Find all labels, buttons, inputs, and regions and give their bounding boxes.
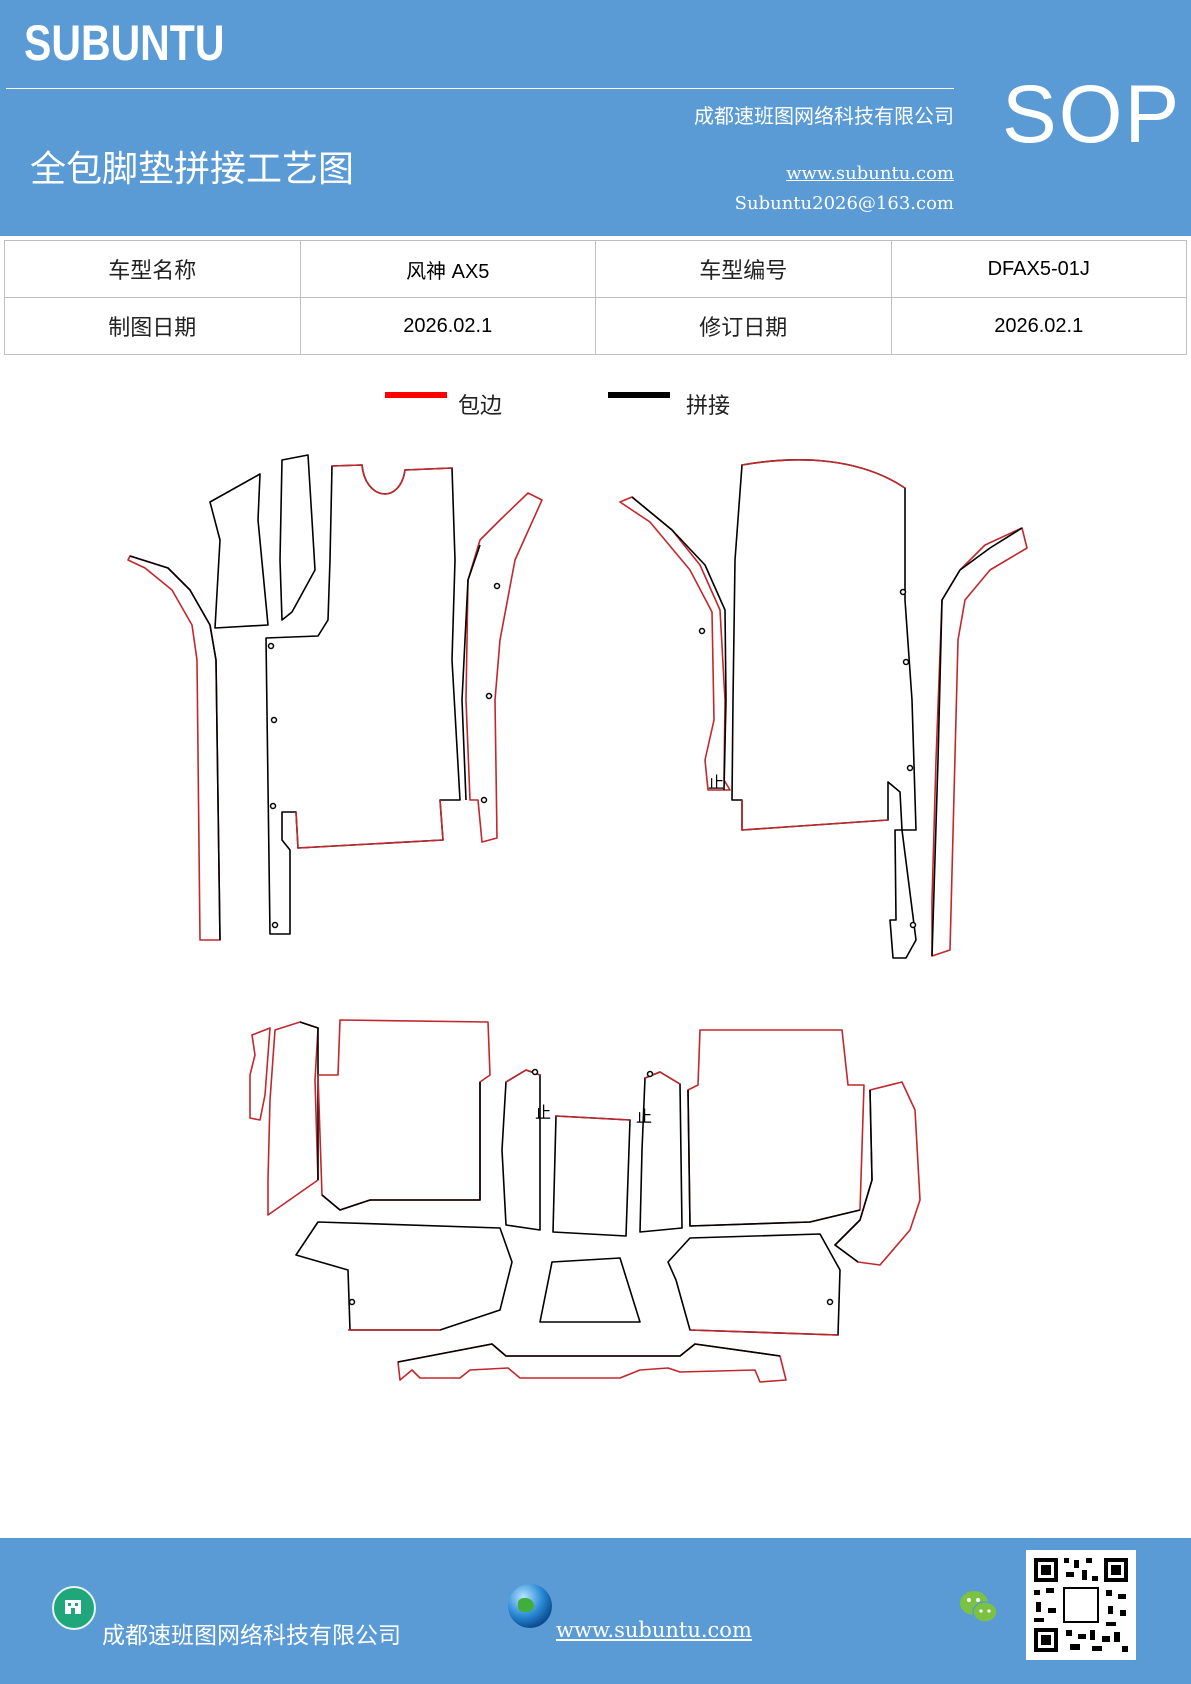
page-title: 全包脚垫拼接工艺图 xyxy=(30,149,355,190)
floor-mat-diagram: 止 止 止 xyxy=(127,454,1028,1383)
mat-seam xyxy=(631,496,727,791)
qr-code xyxy=(1026,1550,1136,1660)
mat-piece xyxy=(267,1021,319,1216)
footer-company: 成都速班图网络科技有限公司 xyxy=(102,1623,401,1649)
mat-edge xyxy=(689,1329,839,1336)
model-name-label: 车型名称 xyxy=(4,240,301,298)
mat-seam xyxy=(299,1021,319,1180)
legend-label-edge: 包边 xyxy=(458,394,503,419)
table-row: 车型名称 风神 AX5 车型编号 DFAX5-01J xyxy=(4,240,1187,298)
mat-piece xyxy=(265,464,461,935)
draw-date-value: 2026.02.1 xyxy=(299,297,596,355)
mat-piece xyxy=(639,1071,683,1233)
mat-piece xyxy=(397,1343,787,1383)
legend-swatch-seam xyxy=(608,392,670,398)
mat-piece xyxy=(209,473,269,629)
mat-seam xyxy=(931,527,1023,957)
mount-hole xyxy=(909,921,917,929)
header-banner: SUBUNTU 成都速班图网络科技有限公司 全包脚垫拼接工艺图 www.subu… xyxy=(0,0,1191,236)
table-row: 制图日期 2026.02.1 修订日期 2026.02.1 xyxy=(4,297,1187,355)
legend-label-seam: 拼接 xyxy=(686,394,731,419)
mount-hole xyxy=(698,627,706,635)
mat-seam xyxy=(129,555,221,941)
legend-swatch-edge xyxy=(385,392,447,398)
brand-logo: SUBUNTU xyxy=(24,15,225,71)
mount-hole xyxy=(826,1298,834,1306)
mount-hole xyxy=(531,1068,539,1076)
mat-edge xyxy=(295,799,444,849)
mat-edge xyxy=(741,800,889,831)
mat-piece xyxy=(687,1029,865,1227)
mount-hole xyxy=(493,582,501,590)
mat-piece xyxy=(501,1069,541,1231)
model-name-value: 风神 AX5 xyxy=(299,240,596,298)
mat-piece xyxy=(127,555,221,941)
mat-piece xyxy=(465,492,543,843)
mat-piece xyxy=(889,829,917,959)
footer-website-link[interactable]: www.subuntu.com xyxy=(556,1618,752,1642)
revise-date-value: 2026.02.1 xyxy=(890,297,1187,355)
model-code-label: 车型编号 xyxy=(595,240,892,298)
email-text: Subuntu2026@163.com xyxy=(734,193,954,214)
website-link[interactable]: www.subuntu.com xyxy=(786,163,954,184)
mat-piece xyxy=(834,1081,921,1266)
doc-type-label: SOP xyxy=(1002,69,1182,160)
mat-seam xyxy=(397,1343,781,1363)
mat-edge xyxy=(555,1115,631,1121)
draw-date-label: 制图日期 xyxy=(4,297,301,355)
globe-icon xyxy=(508,1584,552,1628)
mat-piece xyxy=(552,1115,631,1237)
mat-seam xyxy=(461,544,481,801)
mount-hole xyxy=(269,802,277,810)
mount-hole xyxy=(485,692,493,700)
legend: 包边 拼接 xyxy=(0,388,1191,419)
mat-edge xyxy=(331,464,453,495)
wechat-icon[interactable] xyxy=(958,1588,1000,1626)
building-icon xyxy=(52,1586,96,1630)
mat-seam xyxy=(834,1089,873,1263)
stop-mark: 止 xyxy=(708,773,724,792)
mat-piece xyxy=(667,1233,841,1336)
mount-hole xyxy=(902,658,910,666)
mat-piece xyxy=(279,454,316,621)
mount-hole xyxy=(480,796,488,804)
mat-piece xyxy=(249,1027,271,1121)
mat-edge xyxy=(741,459,906,489)
mount-hole xyxy=(267,642,275,650)
mat-seam xyxy=(321,1082,481,1211)
model-code-value: DFAX5-01J xyxy=(890,240,1187,298)
footer-banner: 成都速班图网络科技有限公司 www.subuntu.com xyxy=(0,1538,1191,1684)
mat-piece xyxy=(317,1019,491,1211)
header-divider xyxy=(6,88,954,89)
mount-hole xyxy=(271,921,279,929)
mount-hole xyxy=(348,1298,356,1306)
mount-hole xyxy=(906,764,914,772)
mat-seam xyxy=(687,1089,861,1227)
mount-hole xyxy=(646,1070,654,1078)
mat-piece xyxy=(619,496,731,791)
stop-mark: 止 xyxy=(535,1103,551,1122)
mat-piece xyxy=(539,1257,641,1323)
mount-hole xyxy=(270,716,278,724)
revise-date-label: 修订日期 xyxy=(595,297,892,355)
stop-mark: 止 xyxy=(636,1107,652,1126)
info-table: 车型名称 风神 AX5 车型编号 DFAX5-01J 制图日期 2026.02.… xyxy=(4,240,1187,355)
mat-piece xyxy=(731,459,917,831)
mat-piece xyxy=(295,1221,513,1331)
mount-hole xyxy=(899,588,907,596)
company-name: 成都速班图网络科技有限公司 xyxy=(694,104,954,128)
